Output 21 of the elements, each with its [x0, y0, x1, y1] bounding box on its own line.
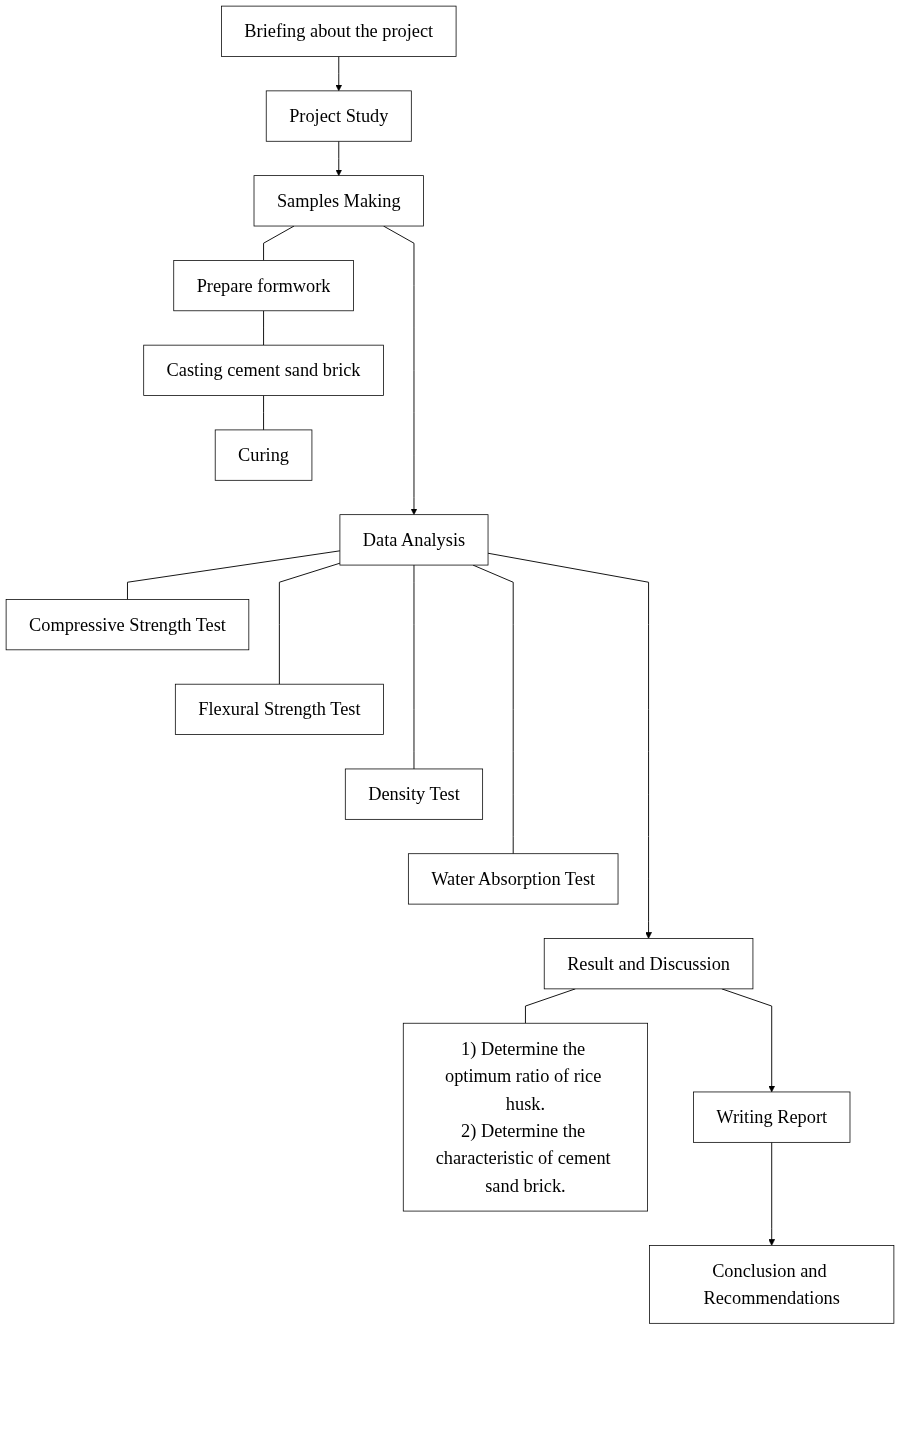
node-box: Data Analysis: [339, 514, 489, 566]
connector: [413, 564, 415, 770]
connector: [263, 310, 265, 346]
node-box: Water Absorption Test: [407, 853, 619, 905]
node-box: Curing: [214, 429, 313, 481]
node-box: 1) Determine the optimum ratio of rice husk. 2) Determine the characteristic of cement sand brick.: [402, 1022, 648, 1212]
node-box: Prepare formwork: [173, 260, 354, 312]
connector: [263, 395, 265, 431]
node-box: Project Study: [265, 90, 412, 142]
node-box: Briefing about the project: [221, 5, 457, 57]
node-box: Writing Report: [693, 1091, 851, 1143]
connector: [127, 550, 341, 600]
node-box: Compressive Strength Test: [5, 599, 250, 651]
connector: [525, 988, 576, 1024]
node-box: Samples Making: [253, 175, 424, 227]
node-box: Result and Discussion: [543, 938, 754, 990]
node-box: Conclusion and Recommendations: [649, 1245, 895, 1324]
node-box: Density Test: [344, 768, 484, 820]
connector: [278, 562, 341, 685]
node-box: Casting cement sand brick: [143, 344, 384, 396]
node-box: Flexural Strength Test: [174, 683, 384, 735]
